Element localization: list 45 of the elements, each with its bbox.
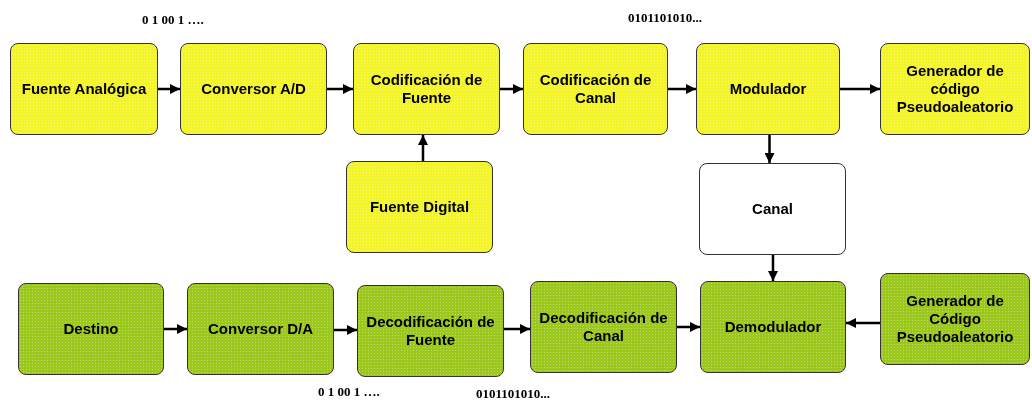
arrow — [164, 324, 187, 334]
arrow — [504, 324, 530, 334]
arrow — [668, 84, 696, 94]
process-box — [10, 43, 158, 135]
box-label: Codificación de Fuente — [369, 71, 484, 107]
box-label: Generador de Código Pseudoaleatorio — [895, 292, 1015, 346]
bit-sequence: 0101101010... — [476, 386, 551, 401]
process-box — [346, 161, 493, 253]
box-label: Codificación de Canal — [538, 71, 653, 107]
box-label: Demodulador — [724, 318, 822, 336]
process-box — [523, 43, 668, 135]
process-box — [880, 43, 1030, 135]
box-label: Fuente Analógica — [21, 80, 147, 98]
arrow — [327, 84, 353, 94]
box-label: Generador de código Pseudoaleatorio — [895, 62, 1015, 116]
process-box — [187, 283, 334, 375]
bit-sequence: 0 1 00 1 …. — [142, 12, 204, 28]
box-label: Conversor A/D — [201, 80, 306, 98]
box-label: Fuente Digital — [369, 198, 470, 216]
box-label: Modulador — [729, 80, 807, 98]
arrow — [764, 135, 775, 163]
arrow — [677, 322, 700, 332]
box-label: Decodificación de Canal — [538, 309, 669, 345]
arrow — [846, 318, 880, 328]
arrow — [334, 325, 357, 335]
process-box — [530, 281, 677, 373]
arrow — [768, 255, 778, 281]
arrow — [840, 84, 880, 94]
box-label: Decodificación de Fuente — [365, 313, 496, 349]
process-box — [180, 43, 327, 135]
process-box — [880, 273, 1030, 365]
arrow — [418, 135, 428, 161]
box-label: Destino — [63, 320, 119, 338]
process-box — [700, 281, 846, 373]
box-label: Canal — [752, 200, 793, 218]
process-box — [699, 163, 846, 255]
bit-sequence: 0 1 00 1 …. — [318, 384, 380, 400]
arrow — [158, 84, 180, 94]
process-box — [357, 285, 504, 377]
process-box — [18, 283, 164, 375]
process-box — [696, 43, 840, 135]
arrow — [500, 84, 523, 94]
process-box — [353, 43, 500, 135]
bit-sequence: 0101101010... — [628, 10, 703, 26]
box-label: Conversor D/A — [208, 320, 313, 338]
